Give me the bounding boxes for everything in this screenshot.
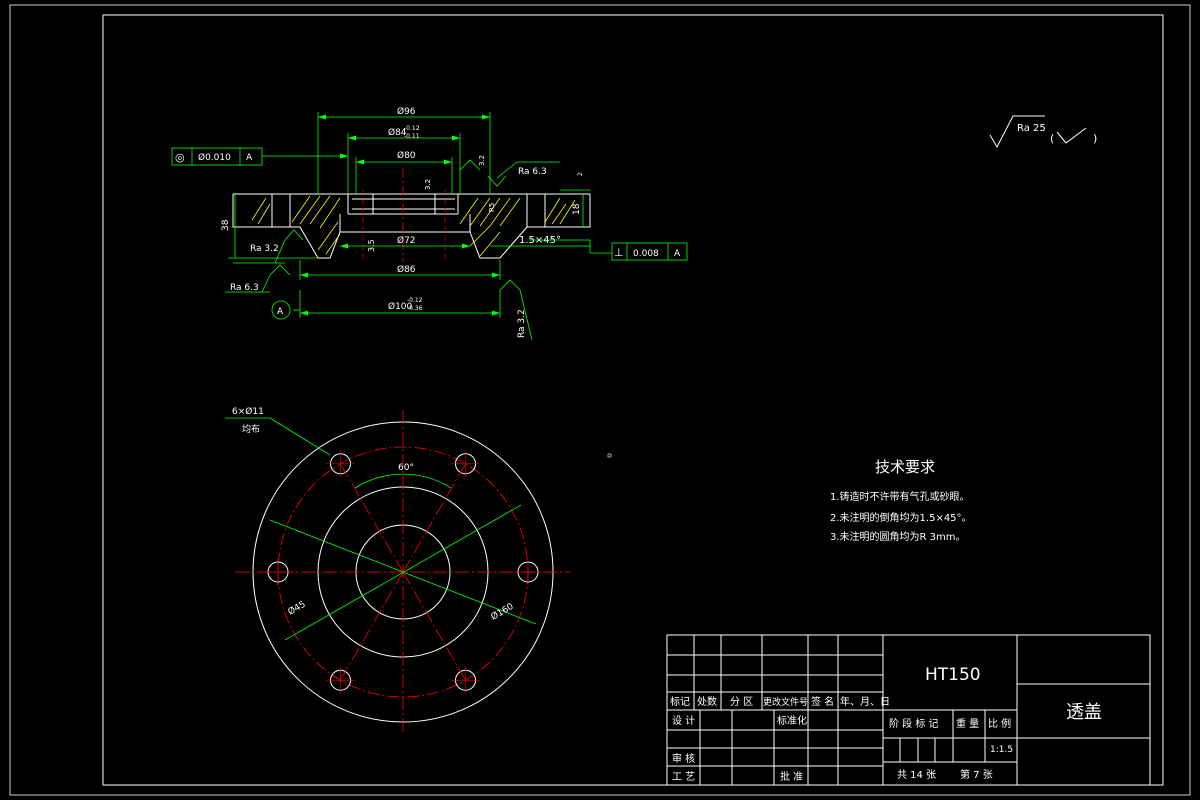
label-weight: 重 量 — [956, 717, 979, 730]
label-review: 审 核 — [672, 752, 695, 765]
tech-requirement-3: 3.未注明的圆角均为R 3mm。 — [830, 530, 966, 543]
datum-label: A — [277, 307, 284, 317]
perpendicular-symbol: ⊥ — [614, 246, 624, 259]
rev-header-sign: 签 名 — [811, 695, 834, 708]
concentricity-value: Ø0.010 — [198, 152, 231, 163]
roughness-ra32-left: Ra 3.2 — [250, 244, 279, 254]
tech-requirement-2: 2.未注明的倒角均为1.5×45°。 — [830, 511, 972, 524]
surface-finish-note: Ra 25 ( ) — [989, 115, 1097, 149]
rev-header-zone: 分 区 — [730, 696, 753, 708]
roughness-ra32-bottom: Ra 3.2 — [517, 309, 527, 338]
roughness-ra63-left: Ra 6.3 — [230, 283, 259, 293]
perpendicular-tolerance-frame: ⊥ 0.008 A — [611, 242, 688, 261]
perpendicular-value: 0.008 — [633, 249, 659, 259]
plan-view: 6×Ø11 均布 60° Ø45 Ø160 — [225, 406, 570, 735]
title-material: HT150 — [925, 665, 981, 685]
rev-header-mark: 标记 — [670, 696, 690, 708]
rev-header-date: 年、月、日 — [840, 695, 890, 708]
surface-finish-paren-open: ( — [1050, 132, 1054, 145]
label-stage-mark: 阶 段 标 记 — [889, 717, 939, 730]
stray-point — [607, 453, 612, 458]
dim-h18: 18 — [572, 203, 582, 215]
label-process: 工 艺 — [672, 771, 695, 783]
dim-d80: Ø80 — [397, 150, 416, 161]
roughness-ra63-top: Ra 6.3 — [518, 167, 547, 177]
title-block: HT150 透盖 标记 处数 分 区 更改文件号 签 名 年、月、日 设 计 标… — [666, 634, 1151, 786]
tech-requirement-1: 1.铸造时不许带有气孔或砂眼。 — [830, 490, 970, 503]
tech-requirements: 技术要求 1.铸造时不许带有气孔或砂眼。 2.未注明的倒角均为1.5×45°。 … — [830, 458, 972, 543]
datum-a-marker: A — [271, 300, 291, 320]
surface-finish-value: Ra 25 — [1017, 123, 1046, 134]
scale-value: 1:1.5 — [990, 745, 1013, 755]
sheets-total: 共 14 张 — [897, 769, 936, 781]
section-view: Ø96 Ø84 -0.12 -0.11 Ø80 Ø72 Ø86 Ø100 -0.… — [171, 106, 688, 341]
section-dimensions — [225, 112, 612, 341]
dim-d72: Ø72 — [397, 235, 416, 246]
dim-h35: 3.5 — [367, 239, 376, 252]
label-scale: 比 例 — [988, 717, 1011, 730]
dim-h38: 38 — [221, 219, 231, 231]
drawing-frame — [9, 4, 1191, 796]
dim-d100-tol-upper: -0.12 — [407, 297, 423, 304]
dim-d86: Ø86 — [397, 264, 416, 275]
concentricity-symbol: ◎ — [175, 151, 185, 164]
holes-label: 6×Ø11 — [232, 406, 264, 417]
concentricity-datum: A — [246, 153, 253, 163]
dim-h32: 3.2 — [424, 179, 432, 190]
surface-finish-paren-close: ) — [1093, 132, 1097, 145]
dim-r5: R5 — [488, 203, 496, 212]
holes-note: 均布 — [242, 423, 260, 435]
section-hatching — [251, 195, 576, 257]
label-design: 设 计 — [672, 714, 695, 727]
sheet-no: 第 7 张 — [960, 768, 993, 781]
dim-chamfer: 1.5×45° — [519, 235, 561, 246]
dim-d96: Ø96 — [397, 106, 416, 117]
concentricity-tolerance-frame: ◎ Ø0.010 A — [171, 147, 263, 166]
title-part-name: 透盖 — [1066, 702, 1102, 723]
angle-label: 60° — [398, 463, 414, 473]
tech-requirements-title: 技术要求 — [875, 458, 935, 476]
dim-h2: 2 — [577, 172, 584, 176]
rev-header-count: 处数 — [697, 695, 717, 708]
dim-d100: Ø100 — [388, 301, 413, 312]
label-standardize: 标准化 — [777, 714, 807, 727]
label-approve: 批 准 — [780, 770, 803, 783]
dim-d100-tol-lower: -0.36 — [407, 305, 423, 312]
rev-header-doc: 更改文件号 — [763, 696, 808, 708]
dim-d84-tol-upper: -0.12 — [404, 125, 420, 132]
dim-d84: Ø84 — [388, 127, 407, 138]
dim-d84-tol-lower: -0.11 — [404, 133, 420, 140]
roughness-ra32-inner: 3.2 — [478, 155, 486, 166]
perpendicular-datum: A — [674, 249, 681, 259]
